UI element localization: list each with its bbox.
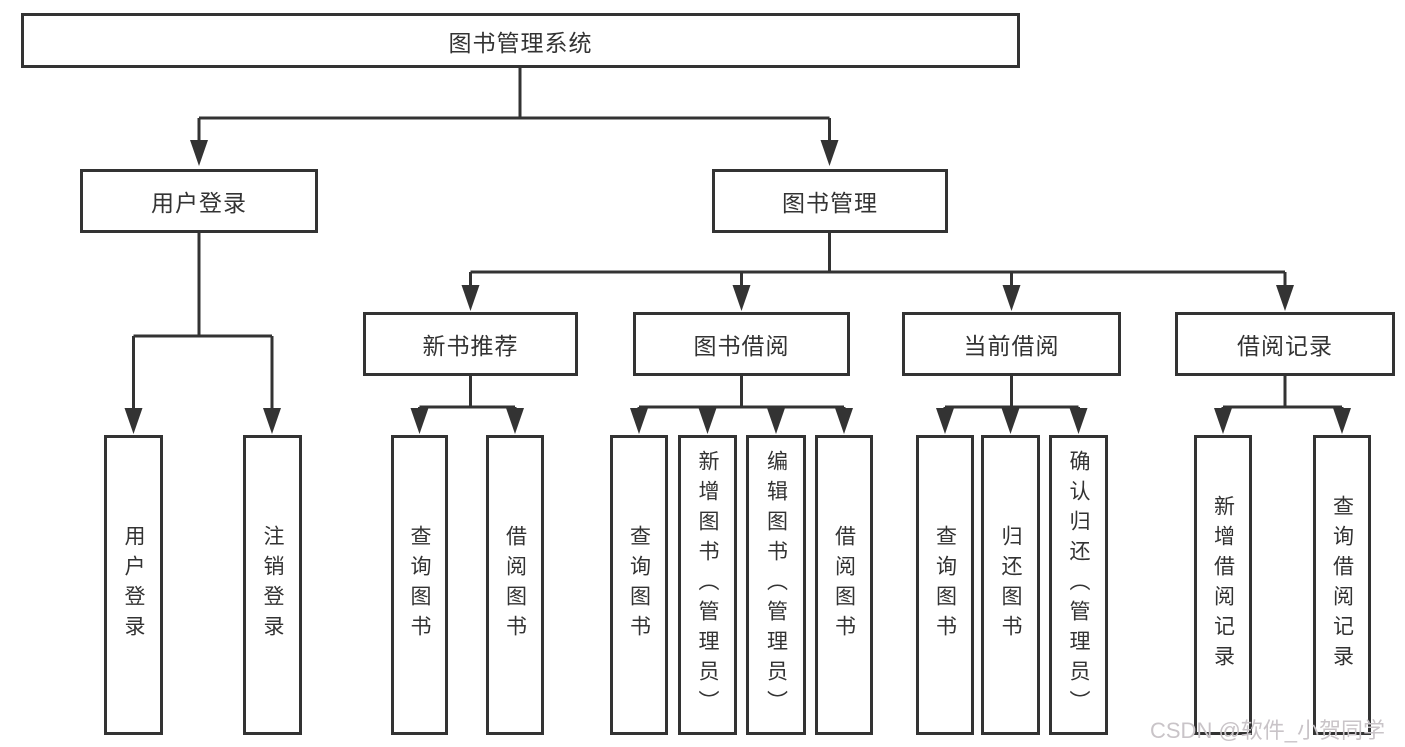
- node-user-login: 用户登录: [80, 169, 318, 233]
- watermark: CSDN @软件_小贺同学: [1150, 718, 1386, 743]
- node-book-borrowing: 图书借阅: [633, 312, 850, 376]
- leaf-label: 查询图书: [627, 525, 651, 645]
- node-leaf-query-books: 查询图书: [916, 435, 974, 735]
- node-current-borrowing: 当前借阅: [902, 312, 1121, 376]
- node-leaf-query-books: 查询图书: [391, 435, 448, 735]
- leaf-label: 查询图书: [408, 525, 431, 645]
- node-leaf-borrow-books: 借阅图书: [486, 435, 544, 735]
- node-borrowing-records: 借阅记录: [1175, 312, 1395, 376]
- node-leaf-return-books: 归还图书: [981, 435, 1040, 735]
- node-book-management: 图书管理: [712, 169, 948, 233]
- arrowheads: [124, 140, 1351, 434]
- leaf-label: 借阅图书: [503, 525, 527, 645]
- leaf-label: 编辑图书（管理员）: [764, 450, 788, 720]
- node-leaf-add-books-admin: 新增图书（管理员）: [678, 435, 737, 735]
- leaf-label: 用户登录: [122, 525, 145, 645]
- leaf-label: 新增图书（管理员）: [696, 450, 719, 720]
- leaf-label: 查询图书: [933, 525, 957, 645]
- leaf-label: 新增借阅记录: [1211, 495, 1235, 675]
- leaf-label: 注销登录: [261, 525, 284, 645]
- node-leaf-confirm-return-admin: 确认归还（管理员）: [1049, 435, 1108, 735]
- leaf-label: 查询借阅记录: [1330, 495, 1354, 675]
- leaf-label: 借阅图书: [832, 525, 856, 645]
- node-leaf-borrow-books: 借阅图书: [815, 435, 873, 735]
- node-leaf-add-borrow-record: 新增借阅记录: [1194, 435, 1252, 735]
- leaf-label: 确认归还（管理员）: [1067, 450, 1090, 720]
- node-leaf-edit-books-admin: 编辑图书（管理员）: [746, 435, 806, 735]
- node-new-book-recommend: 新书推荐: [363, 312, 578, 376]
- node-leaf-logout: 注销登录: [243, 435, 302, 735]
- leaf-label: 归还图书: [999, 525, 1022, 645]
- node-leaf-query-borrow-record: 查询借阅记录: [1313, 435, 1371, 735]
- node-leaf-user-login: 用户登录: [104, 435, 163, 735]
- node-leaf-query-books: 查询图书: [610, 435, 668, 735]
- node-library-system: 图书管理系统: [21, 13, 1020, 68]
